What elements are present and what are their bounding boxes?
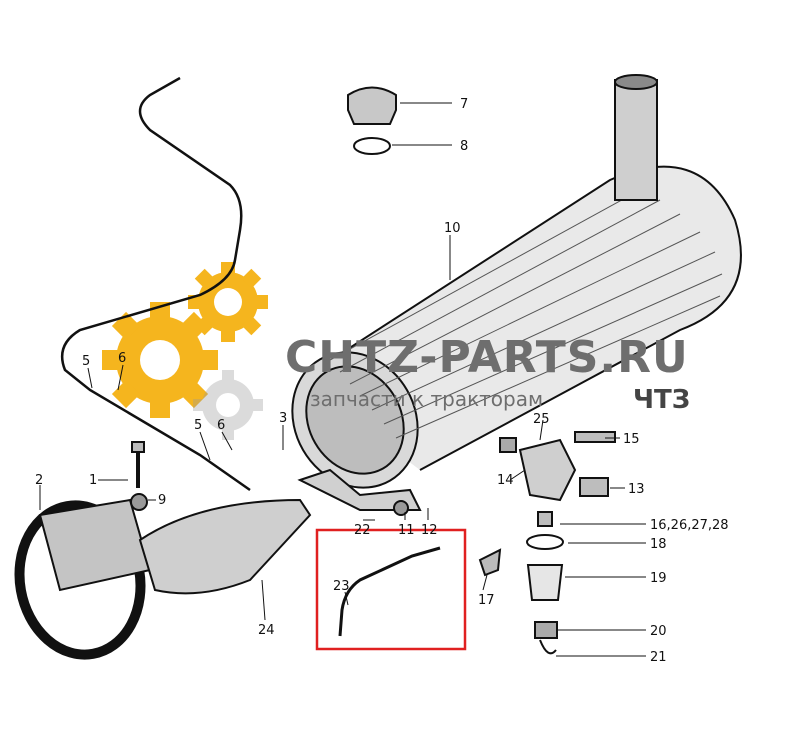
callout-15: 15 [623, 432, 640, 447]
callout-1: 1 [89, 473, 97, 488]
fuel-tube [60, 76, 251, 492]
cap-nut [347, 86, 397, 125]
watermark-title: CHTZ-PARTS.RU [285, 332, 689, 383]
gear-small-icon [188, 262, 268, 342]
callout-20: 20 [650, 624, 667, 639]
bolt-part-1 [131, 441, 145, 488]
callout-22: 22 [354, 523, 371, 538]
callout-10: 10 [444, 221, 461, 236]
filter-assembly [478, 431, 616, 655]
callout-8: 8 [460, 139, 468, 154]
callout-7: 7 [460, 97, 468, 112]
washer-ring [353, 137, 391, 155]
callout-12: 12 [421, 523, 438, 538]
callout-11: 11 [398, 523, 415, 538]
callout-25: 25 [533, 412, 550, 427]
highlight-box [315, 528, 467, 651]
nut-part-9 [130, 493, 148, 511]
cylinder-tank [291, 74, 742, 511]
callout-3: 3 [279, 411, 287, 426]
drain-tube [338, 546, 441, 637]
nut-part-11 [393, 500, 409, 516]
callout-24: 24 [258, 623, 275, 638]
callout-14: 14 [497, 473, 514, 488]
callout-5b: 5 [194, 418, 202, 433]
callout-labels: 1 2 3 5 6 5 6 7 8 9 10 11 12 13 14 15 16… [35, 97, 729, 665]
callout-19: 19 [650, 571, 667, 586]
watermark-brand: ЧТЗ [633, 385, 690, 415]
callout-17: 17 [478, 593, 495, 608]
callout-6b: 6 [217, 418, 225, 433]
callout-13: 13 [628, 482, 645, 497]
watermark-text: CHTZ-PARTS.RU запчасти к тракторам ЧТЗ [285, 332, 690, 415]
callout-23: 23 [333, 579, 350, 594]
callout-6a: 6 [118, 351, 126, 366]
shield-plate [138, 498, 312, 595]
clamp-band [14, 498, 152, 660]
callout-16-26-27-28: 16,26,27,28 [650, 518, 729, 533]
callout-18: 18 [650, 537, 667, 552]
callout-2: 2 [35, 473, 43, 488]
gear-grey-icon [193, 370, 263, 440]
callout-5a: 5 [82, 354, 90, 369]
watermark-gears [102, 262, 268, 440]
watermark-subtitle: запчасти к тракторам [310, 387, 543, 411]
callout-21: 21 [650, 650, 667, 665]
callout-9: 9 [158, 493, 166, 508]
leader-lines [39, 102, 646, 657]
